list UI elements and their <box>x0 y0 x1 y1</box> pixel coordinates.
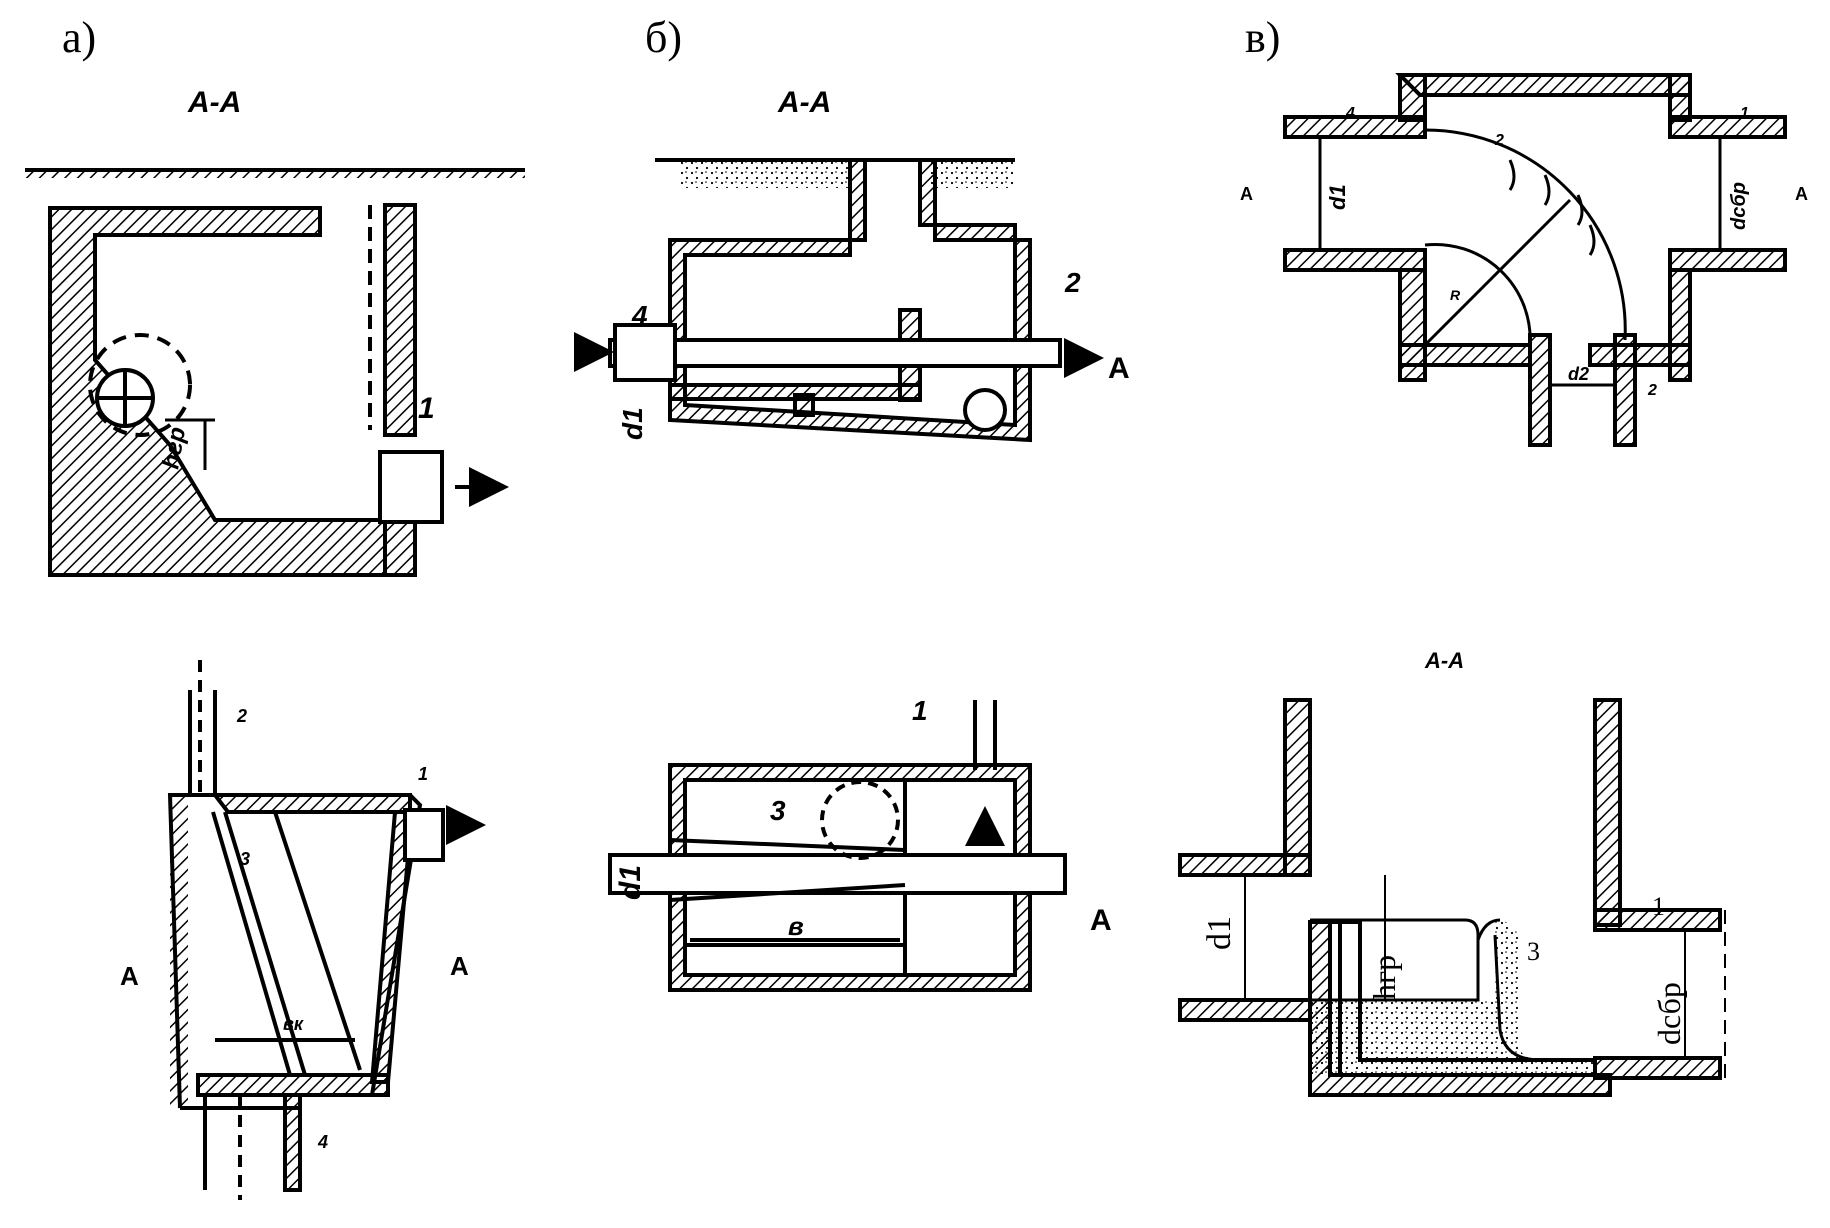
panel-a-section-title: А-А <box>187 86 241 119</box>
outlet-pipe-1 <box>378 450 509 524</box>
panel-c-section-title: А-А <box>1424 648 1464 673</box>
callout-pipe-4: 4 <box>317 1132 328 1152</box>
h-gr-section-label: hгр <box>1366 955 1402 1000</box>
callout-inlet-4: 4 <box>631 300 648 331</box>
b-k-label: вк <box>283 1014 304 1034</box>
callout-outlet-1-section: 1 <box>1652 892 1665 921</box>
plan-view-b <box>608 700 1067 992</box>
callout-outlet-1-plan: 1 <box>418 764 428 784</box>
callout-top-pipe-1: 1 <box>912 695 928 726</box>
pipe-through-b <box>574 323 1104 432</box>
d1-section-label: d1 <box>1201 916 1238 950</box>
d1-plan-dim-label: d1 <box>614 865 647 900</box>
callout-tray-2: 2 <box>1494 132 1504 149</box>
chamber-section-a <box>48 203 417 577</box>
width-dim-label: в <box>788 911 804 941</box>
callout-outlet-1-c: 1 <box>1740 105 1749 122</box>
section-mark-right-a: А <box>450 951 469 981</box>
plan-view-a <box>167 660 486 1200</box>
callout-outlet-2: 2 <box>1064 267 1081 298</box>
panel-c: в) 4 <box>1178 13 1808 1097</box>
ground-line <box>25 168 525 178</box>
panel-a-label: а) <box>62 13 96 62</box>
panel-b-label: б) <box>645 13 682 62</box>
callout-inlet-4-c: 4 <box>1345 105 1355 122</box>
ground-line-b <box>655 158 1015 188</box>
d1-label-c: d1 <box>1325 184 1350 210</box>
callout-inlet-2: 2 <box>236 706 247 726</box>
callout-outlet-1: 1 <box>418 392 435 425</box>
h-gr-dimension <box>165 418 215 470</box>
section-mark-top-b: А <box>1108 352 1130 385</box>
d1-dim-label: d1 <box>617 407 648 440</box>
section-mark-bottom-b: А <box>1090 904 1112 937</box>
d2-label-c: d2 <box>1568 364 1589 384</box>
callout-sediment-3: 3 <box>1527 937 1540 966</box>
d-sbor-label-c: dсбр <box>1728 182 1750 230</box>
radius-label-c: R <box>1450 287 1461 303</box>
d-sbor-section-label: dсбр <box>1651 982 1687 1045</box>
section-mark-right-c: А <box>1795 184 1808 204</box>
callout-screen-3: 3 <box>240 849 250 869</box>
panel-a: а) А-А hгр <box>25 13 525 1200</box>
section-mark-left-a: А <box>120 961 139 991</box>
callout-screens-3: 3 <box>770 795 786 826</box>
callout-bottom-pipe-2: 2 <box>1647 382 1657 399</box>
panel-c-label: в) <box>1245 13 1280 62</box>
panel-b: б) А-А 4 2 d1 А <box>574 13 1130 992</box>
section-mark-left-c: А <box>1240 184 1253 204</box>
plan-view-c <box>1283 73 1787 447</box>
inlet-pipe-section <box>88 333 192 437</box>
panel-b-section-title: А-А <box>777 86 831 119</box>
section-view-c <box>1178 698 1726 1097</box>
flow-tray-c <box>1318 128 1722 387</box>
